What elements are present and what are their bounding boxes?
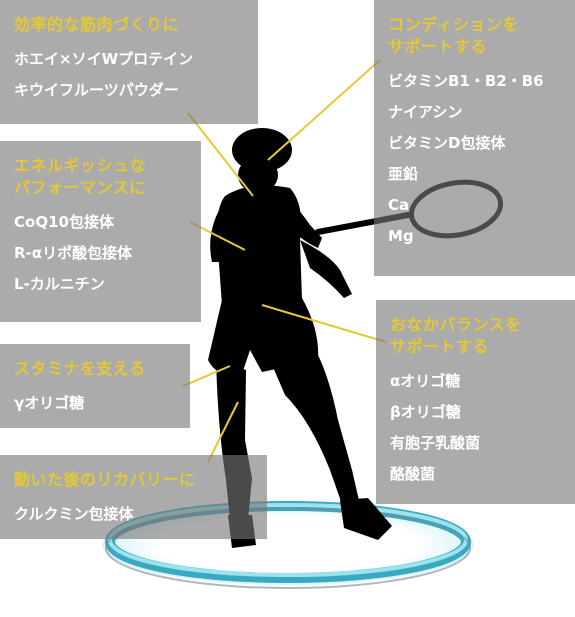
panel-heading-line: コンディションを bbox=[388, 15, 519, 34]
ingredient-item: 酪酸菌 bbox=[390, 465, 436, 483]
panel-gut-balance: おなかバランスを サポートする αオリゴ糖 βオリゴ糖 有胞子乳酸菌 酪酸菌 bbox=[376, 300, 575, 504]
panel-heading-line: エネルギッシュな bbox=[14, 156, 147, 175]
panel-muscle-building: 効率的な筋肉づくりに ホエイ×ソイWプロテイン キウイフルーツパウダー bbox=[0, 0, 258, 124]
panel-recovery: 動いた後のリカバリーに クルクミン包接体 bbox=[0, 455, 267, 539]
panel-heading-line: 効率的な筋肉づくりに bbox=[14, 15, 180, 34]
panel-heading-line: 動いた後のリカバリーに bbox=[14, 470, 196, 489]
panel-heading: 効率的な筋肉づくりに bbox=[14, 14, 246, 36]
ingredient-item: ビタミンB1・B2・B6 bbox=[388, 72, 544, 90]
connector-line bbox=[187, 112, 254, 197]
connector-line bbox=[182, 365, 231, 387]
ingredient-item: ビタミンD包接体 bbox=[388, 134, 506, 152]
ingredient-item: キウイフルーツパウダー bbox=[14, 81, 179, 99]
ingredient-item: αオリゴ糖 bbox=[390, 372, 461, 390]
panel-heading-line: パフォーマンスに bbox=[14, 178, 146, 197]
panel-condition-support: コンディションを サポートする ビタミンB1・B2・B6 ナイアシン ビタミンD… bbox=[374, 0, 575, 276]
ingredient-item: R-αリポ酸包接体 bbox=[14, 244, 133, 262]
ingredient-item: クルクミン包接体 bbox=[14, 505, 134, 523]
tennis-player-silhouette-icon bbox=[208, 128, 392, 548]
ingredient-item: CoQ10包接体 bbox=[14, 213, 114, 231]
panel-heading: スタミナを支える bbox=[14, 358, 178, 380]
ingredient-item: γオリゴ糖 bbox=[14, 394, 85, 412]
panel-energetic-performance: エネルギッシュな パフォーマンスに CoQ10包接体 R-αリポ酸包接体 L-カ… bbox=[0, 141, 201, 322]
connector-line bbox=[267, 59, 381, 161]
panel-heading-line: サポートする bbox=[390, 337, 490, 356]
panel-heading: おなかバランスを サポートする bbox=[390, 314, 563, 358]
ingredient-item: L-カルニチン bbox=[14, 275, 105, 293]
ingredient-item: 有胞子乳酸菌 bbox=[390, 434, 481, 452]
ingredient-item: 亜鉛 bbox=[388, 165, 419, 183]
ingredient-item: Ca bbox=[388, 196, 410, 214]
panel-heading-line: おなかバランスを bbox=[390, 315, 522, 334]
panel-heading-line: サポートする bbox=[388, 37, 488, 56]
ingredient-item: ホエイ×ソイWプロテイン bbox=[14, 50, 194, 68]
panel-heading: 動いた後のリカバリーに bbox=[14, 469, 255, 491]
ingredient-item: ナイアシン bbox=[388, 103, 463, 121]
panel-heading-line: スタミナを支える bbox=[14, 359, 146, 378]
ingredient-item: Mg bbox=[388, 227, 414, 245]
panel-stamina: スタミナを支える γオリゴ糖 bbox=[0, 344, 190, 428]
panel-heading: エネルギッシュな パフォーマンスに bbox=[14, 155, 189, 199]
ingredient-item: βオリゴ糖 bbox=[390, 403, 461, 421]
panel-heading: コンディションを サポートする bbox=[388, 14, 563, 58]
connector-line bbox=[207, 401, 239, 463]
connector-line bbox=[261, 304, 387, 343]
